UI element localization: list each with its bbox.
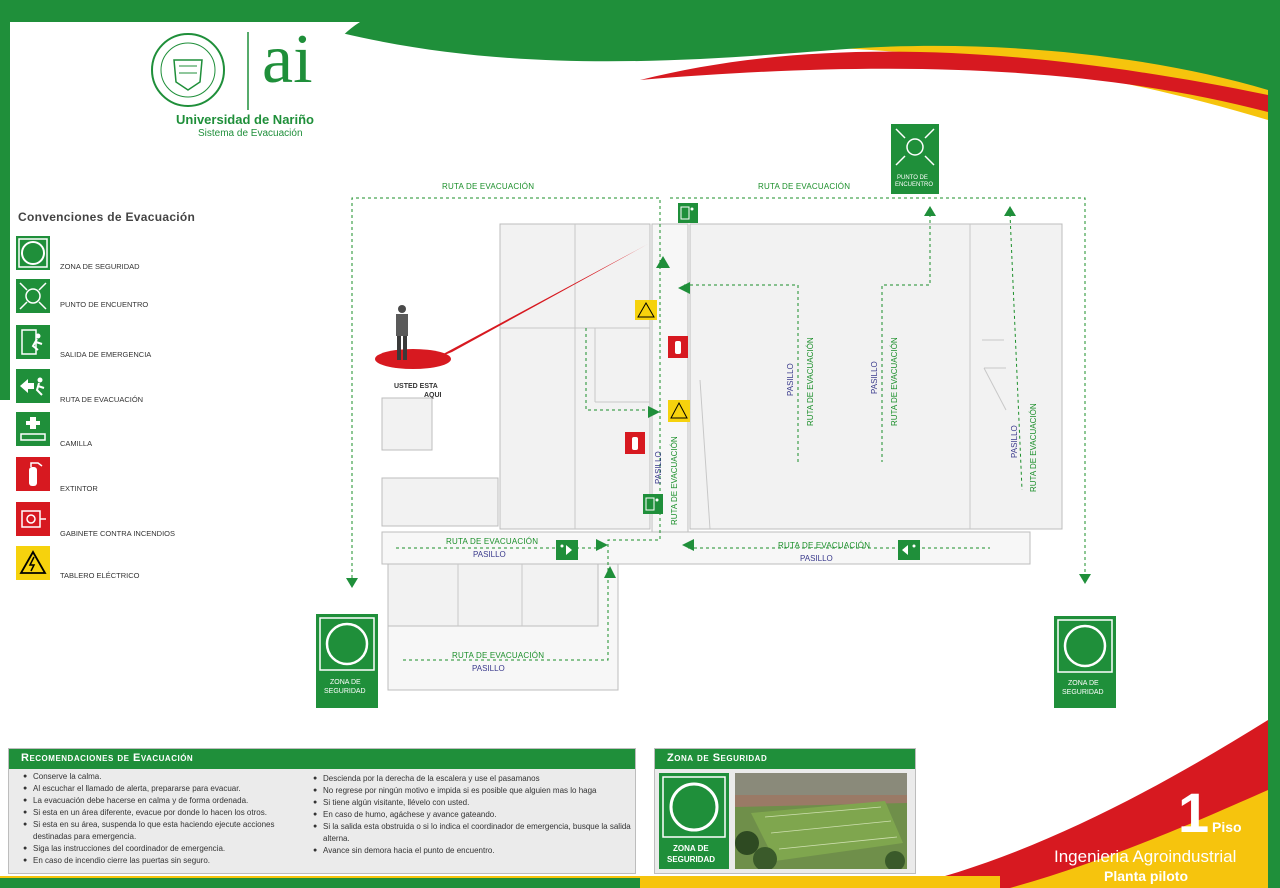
extinguisher-sign-icon <box>668 336 688 358</box>
legend-title: Convenciones de Evacuación <box>18 210 196 224</box>
route-label: RUTA DE EVACUACIÓN <box>806 337 815 426</box>
recommendation-item: Conserve la calma. <box>23 771 313 783</box>
system-name: Sistema de Evacuación <box>198 128 303 139</box>
electrical-panel-sign-icon <box>635 300 657 320</box>
recommendation-item: Siga las instrucciones del coordinador d… <box>23 843 313 855</box>
recommendations-header: Recomendaciones de Evacuación <box>9 749 635 769</box>
route-label: RUTA DE EVACUACIÓN <box>1029 403 1038 492</box>
hall-label: PASILLO <box>800 554 833 563</box>
safe-zone-label: ZONA DE <box>330 679 361 686</box>
you-are-here-beam <box>432 244 648 360</box>
safe-zone-panel: Zona de Seguridad ZONA DE SEGURIDAD <box>654 748 916 874</box>
hall-label: PASILLO <box>786 363 795 396</box>
floor-word: Piso <box>1212 819 1242 835</box>
safe-zone-sign-label: SEGURIDAD <box>667 855 716 864</box>
route-label: RUTA DE EVACUACIÓN <box>890 337 899 426</box>
evacuation-route-sign-icon <box>556 540 578 560</box>
stretcher-icon <box>16 412 50 446</box>
extinguisher-sign-icon <box>625 432 645 454</box>
recommendation-item: En caso de humo, agáchese y avance gatea… <box>313 809 631 821</box>
recommendation-item: La evacuación debe hacerse en calma y de… <box>23 795 313 807</box>
exit-sign-icon <box>643 494 663 514</box>
recommendations-right: Descienda por la derecha de la escalera … <box>313 773 631 857</box>
floor-number: 1 <box>1178 781 1210 844</box>
recommendation-item: Si esta en su área, suspenda lo que esta… <box>23 819 313 843</box>
recommendations-title: Recomendaciones de Evacuación <box>21 752 194 764</box>
evacuation-route-icon <box>16 369 50 403</box>
legend-label: Gabinete contra incendios <box>60 529 176 538</box>
safe-zone-sign-icon <box>659 773 729 869</box>
evacuation-route-sign-icon <box>898 540 920 560</box>
route-label: RUTA DE EVACUACIÓN <box>758 182 851 191</box>
safe-zone-label: SEGURIDAD <box>324 688 366 695</box>
recommendations-panel: Recomendaciones de Evacuación Conserve l… <box>8 748 636 874</box>
exit-sign-icon <box>678 203 698 223</box>
you-are-here-label: AQUI <box>424 392 442 399</box>
meeting-point-icon <box>16 279 50 313</box>
legend-label: Ruta de evacuación <box>60 395 144 404</box>
route-arrows <box>346 206 1091 588</box>
recommendations-left: Conserve la calma. Al escuchar el llamad… <box>23 771 313 867</box>
recommendation-item: No regrese por ningún motivo e impida si… <box>313 785 631 797</box>
recommendation-item: Si esta en un área diferente, evacue por… <box>23 807 313 819</box>
electrical-panel-sign-icon <box>668 400 690 422</box>
safe-zone-sign-label: ZONA DE <box>673 844 709 853</box>
legend-label: Tablero eléctrico <box>60 571 140 580</box>
route-label: RUTA DE EVACUACIÓN <box>446 537 539 546</box>
person-icon <box>396 305 408 360</box>
emergency-exit-icon <box>16 325 50 359</box>
interior-walls <box>457 224 1007 626</box>
legend-label: Salida de emergencia <box>60 350 152 359</box>
recommendation-item: Si la salida esta obstruida o si lo indi… <box>313 821 631 845</box>
route-label: RUTA DE EVACUACIÓN <box>452 651 545 660</box>
electrical-panel-icon <box>16 546 50 580</box>
safe-zone-icon <box>16 236 50 270</box>
legend-label: Zona de seguridad <box>60 262 140 271</box>
recommendation-item: Al escuchar el llamado de alerta, prepar… <box>23 783 313 795</box>
university-name: Universidad de Nariño <box>176 112 314 127</box>
building-name: Planta piloto <box>1104 868 1188 884</box>
hall-label: PASILLO <box>473 550 506 559</box>
recommendation-item: Si tiene algún visitante, llévelo con us… <box>313 797 631 809</box>
hall-label: PASILLO <box>654 451 663 484</box>
you-are-here-marker <box>375 349 451 369</box>
ai-logo: ai <box>262 21 313 98</box>
university-seal-icon <box>151 32 249 110</box>
safe-zone-label: ZONA DE <box>1068 680 1099 687</box>
legend-label: Punto de encuentro <box>60 300 149 309</box>
safe-zone-label: SEGURIDAD <box>1062 689 1104 696</box>
meeting-point-sign-icon <box>891 124 939 194</box>
legend-label: Extintor <box>60 484 98 493</box>
recommendation-item: Avance sin demora hacia el punto de encu… <box>313 845 631 857</box>
safe-zone-panel-title: Zona de Seguridad <box>667 752 768 764</box>
extinguisher-icon <box>16 457 50 491</box>
recommendation-item: En caso de incendio cierre las puertas s… <box>23 855 313 867</box>
fire-cabinet-icon <box>16 502 50 536</box>
hall-label: PASILLO <box>870 361 879 394</box>
recommendation-item: Descienda por la derecha de la escalera … <box>313 773 631 785</box>
building-walls <box>381 223 1063 691</box>
meeting-point-label: ENCUENTRO <box>895 182 934 188</box>
safe-zone-sign-icon <box>1054 616 1116 708</box>
legend-label: Camilla <box>60 439 93 448</box>
evacuation-routes <box>351 197 1086 661</box>
safe-zone-sign-icon <box>316 614 378 708</box>
meeting-point-label: PUNTO DE <box>897 175 928 181</box>
route-label: RUTA DE EVACUACIÓN <box>778 541 871 550</box>
hall-label: PASILLO <box>1010 425 1019 458</box>
faculty-name: Ingenieria Agroindustrial <box>1054 847 1237 866</box>
university-logo: ai Universidad de Nariño Sistema de Evac… <box>150 21 350 146</box>
safe-zone-photo <box>735 773 907 869</box>
route-label: RUTA DE EVACUACIÓN <box>670 436 679 525</box>
route-label: RUTA DE EVACUACIÓN <box>442 182 535 191</box>
you-are-here-label: USTED ESTA <box>394 383 438 390</box>
hall-label: PASILLO <box>472 664 505 673</box>
safe-zone-panel-header: Zona de Seguridad <box>655 749 915 769</box>
